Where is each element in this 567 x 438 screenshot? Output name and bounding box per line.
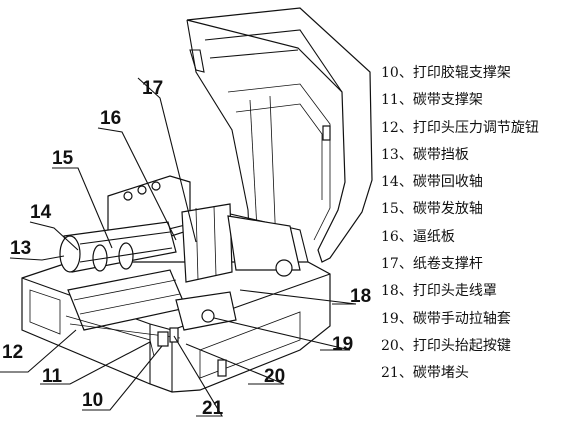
legend-item: 12、打印头压力调节旋钮 [381,115,567,142]
legend-text: 碳带堵头 [412,365,469,382]
callout-19: 19 [332,334,353,355]
legend-text: 碳带发放轴 [412,201,483,218]
legend-text: 纸卷支撑杆 [412,256,483,273]
legend-num: 12 [381,119,399,136]
callout-12: 12 [2,342,23,363]
legend-item: 10、打印胶辊支撑架 [381,60,567,87]
legend: 10、打印胶辊支撑架 11、碳带支撑架 12、打印头压力调节旋钮 13、碳带挡板… [381,60,567,388]
legend-text: 碳带挡板 [412,146,469,163]
legend-num: 15 [381,201,399,218]
legend-sep: 、 [398,283,413,300]
callout-11: 11 [42,366,63,387]
legend-sep: 、 [398,337,413,354]
legend-num: 11 [381,92,399,109]
callout-21: 21 [202,398,224,419]
legend-num: 10 [381,65,399,81]
callout-15: 15 [52,148,74,169]
legend-num: 20 [381,337,399,354]
legend-sep: 、 [398,365,413,382]
legend-text: 逼纸板 [412,228,455,245]
legend-num: 18 [381,283,399,300]
callout-13: 13 [10,238,31,259]
callout-10: 10 [82,390,103,411]
legend-item: 19、碳带手动拉轴套 [381,306,567,333]
legend-sep: 、 [398,256,413,273]
legend-sep: 、 [398,92,413,109]
legend-item: 17、纸卷支撑杆 [381,251,567,278]
legend-item: 21、碳带堵头 [381,360,567,387]
legend-sep: 、 [398,310,413,327]
legend-item: 15、碳带发放轴 [381,196,567,223]
callout-18: 18 [350,286,371,307]
legend-item: 20、打印头抬起按键 [381,333,567,360]
legend-text: 碳带支撑架 [412,92,483,109]
legend-num: 13 [381,146,399,163]
leader-lines [0,77,357,417]
legend-num: 16 [381,228,399,245]
legend-num: 14 [381,174,399,191]
legend-text: 打印头走线罩 [412,283,497,300]
callout-20: 20 [264,366,285,387]
legend-num: 19 [381,310,399,327]
callout-16: 16 [100,108,121,129]
legend-text: 打印胶辊支撑架 [412,65,511,81]
legend-text: 碳带回收轴 [412,174,483,191]
legend-text: 碳带手动拉轴套 [412,310,511,327]
callout-14: 14 [30,202,52,223]
legend-sep: 、 [398,119,413,136]
callout-17: 17 [142,78,163,99]
legend-item: 16、逼纸板 [381,224,567,251]
legend-item: 11、碳带支撑架 [381,87,567,114]
legend-sep: 、 [398,201,413,218]
legend-item: 14、碳带回收轴 [381,169,567,196]
legend-sep: 、 [398,146,413,163]
legend-sep: 、 [398,228,413,245]
legend-item: 18、打印头走线罩 [381,278,567,305]
printer-interior [59,175,309,357]
legend-sep: 、 [398,65,413,81]
legend-text: 打印头抬起按键 [412,337,511,354]
legend-item: 13、碳带挡板 [381,142,567,169]
legend-text: 打印头压力调节旋钮 [412,119,539,136]
legend-num: 17 [381,256,399,273]
legend-sep: 、 [398,174,413,191]
legend-num: 21 [381,365,399,382]
